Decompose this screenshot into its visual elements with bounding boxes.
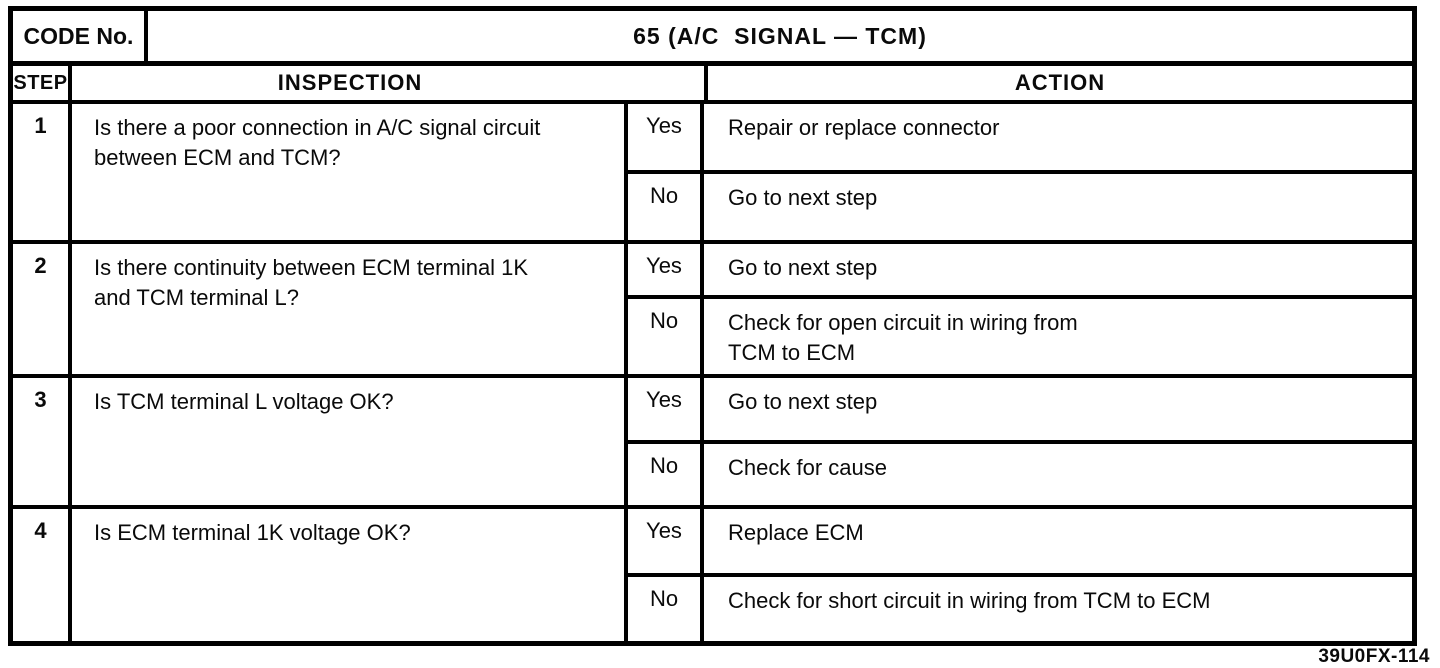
- action-text: Go to next step: [728, 389, 878, 414]
- table-row-step-1: 1 Is there a poor connection in A/C sign…: [13, 104, 1412, 244]
- code-number-label: CODE No.: [13, 11, 148, 61]
- action-text: Repair or replace connector: [728, 115, 1000, 140]
- code-title: 65 (A/C SIGNAL — TCM): [633, 22, 927, 49]
- column-header-inspection: INSPECTION: [72, 66, 708, 100]
- no-label: No: [628, 299, 704, 374]
- no-label: No: [628, 174, 704, 240]
- action-text: Check for open circuit in wiring from TC…: [728, 310, 1078, 365]
- action-text: Go to next step: [728, 255, 878, 280]
- inspection-question: Is there a poor connection in A/C signal…: [72, 104, 628, 240]
- inspection-question: Is there continuity between ECM terminal…: [72, 244, 628, 374]
- column-header-row: STEP INSPECTION ACTION: [13, 66, 1412, 104]
- branch-no: No Go to next step: [628, 174, 1412, 240]
- action-text: Check for short circuit in wiring from T…: [728, 588, 1211, 613]
- branch-yes: Yes Replace ECM: [628, 509, 1412, 577]
- branch-no: No Check for cause: [628, 443, 1412, 505]
- inspection-question: Is TCM terminal L voltage OK?: [72, 378, 628, 505]
- column-header-action: ACTION: [1014, 70, 1106, 95]
- table-row-step-4: 4 Is ECM terminal 1K voltage OK? Yes Rep…: [13, 509, 1412, 641]
- branch-no: No Check for short circuit in wiring fro…: [628, 577, 1412, 641]
- branch-yes: Yes Go to next step: [628, 244, 1412, 299]
- action-text: Replace ECM: [728, 520, 864, 545]
- figure-reference-code: 39U0FX-114: [1318, 646, 1430, 667]
- yes-label: Yes: [628, 509, 704, 573]
- branch-column: Yes Go to next step No Check for open ci…: [628, 244, 1412, 374]
- step-number: 2: [13, 244, 72, 374]
- branch-yes: Yes Repair or replace connector: [628, 104, 1412, 174]
- no-label: No: [628, 577, 704, 641]
- diagnostic-code-table: CODE No. 65 (A/C SIGNAL — TCM) STEP INSP…: [8, 6, 1417, 646]
- action-text: Check for cause: [728, 454, 887, 480]
- table-row-step-2: 2 Is there continuity between ECM termin…: [13, 244, 1412, 378]
- table-row-step-3: 3 Is TCM terminal L voltage OK? Yes Go t…: [13, 378, 1412, 509]
- branch-yes: Yes Go to next step: [628, 378, 1412, 444]
- inspection-question: Is ECM terminal 1K voltage OK?: [72, 509, 628, 641]
- branch-column: Yes Replace ECM No Check for short circu…: [628, 509, 1412, 641]
- branch-column: Yes Repair or replace connector No Go to…: [628, 104, 1412, 240]
- step-number: 4: [13, 509, 72, 641]
- step-number: 3: [13, 378, 72, 505]
- yes-label: Yes: [628, 104, 704, 170]
- code-title-row: CODE No. 65 (A/C SIGNAL — TCM): [13, 11, 1412, 66]
- action-text: Go to next step: [728, 185, 878, 210]
- branch-no: No Check for open circuit in wiring from…: [628, 299, 1412, 374]
- column-header-step: STEP: [13, 66, 72, 100]
- branch-column: Yes Go to next step No Check for cause: [628, 378, 1412, 505]
- yes-label: Yes: [628, 378, 704, 440]
- yes-label: Yes: [628, 244, 704, 295]
- step-number: 1: [13, 104, 72, 240]
- no-label: No: [628, 443, 704, 505]
